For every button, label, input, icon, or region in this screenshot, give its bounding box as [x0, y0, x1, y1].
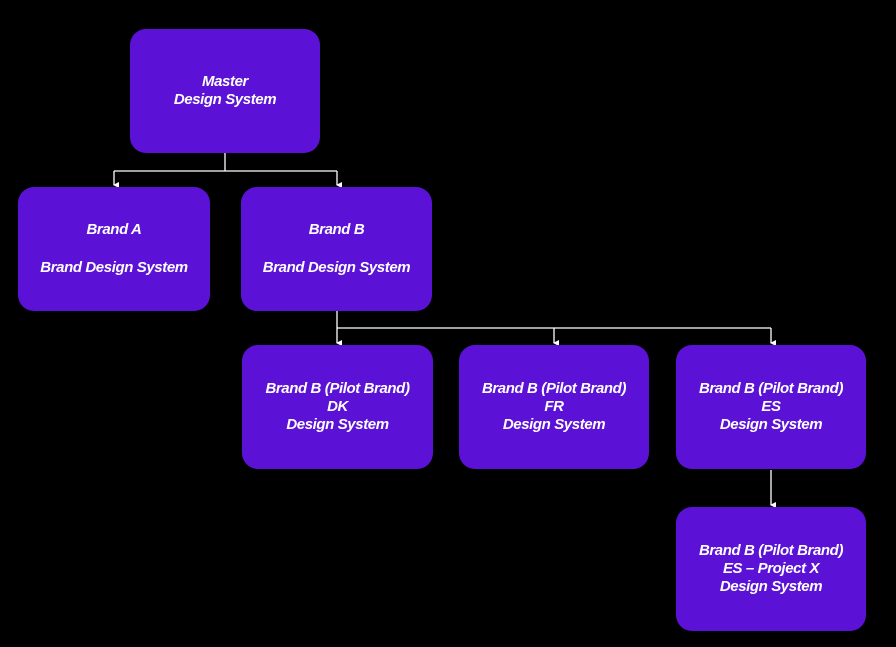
- node-pilot-dk-line3: Design System: [286, 416, 389, 433]
- node-pilot-fr-line3: Design System: [502, 416, 606, 433]
- node-master-title: Master: [202, 73, 248, 90]
- node-pilot-es-line2: ES: [761, 398, 781, 415]
- node-pilot-es-project-x-line3: Design System: [719, 578, 823, 595]
- node-pilot-es-line1: Brand B (Pilot Brand): [698, 380, 844, 397]
- node-pilot-fr-line2: FR: [544, 398, 564, 415]
- node-brand-b: Brand B Brand Design System: [241, 187, 432, 311]
- node-brand-b-title: Brand B: [308, 221, 365, 238]
- node-pilot-fr-line1: Brand B (Pilot Brand): [481, 380, 627, 397]
- node-brand-a-title: Brand A: [86, 221, 142, 238]
- node-pilot-dk-line1: Brand B (Pilot Brand): [265, 380, 410, 397]
- node-pilot-fr: Brand B (Pilot Brand) FR Design System: [459, 345, 649, 469]
- node-master-subtitle: Design System: [173, 91, 277, 108]
- node-brand-a-subtitle: Brand Design System: [40, 259, 188, 276]
- node-pilot-es-project-x-line2: ES – Project X: [722, 560, 820, 577]
- node-master: Master Design System: [130, 29, 320, 153]
- node-pilot-dk: Brand B (Pilot Brand) DK Design System: [242, 345, 433, 469]
- node-pilot-es: Brand B (Pilot Brand) ES Design System: [676, 345, 866, 469]
- node-pilot-es-project-x: Brand B (Pilot Brand) ES – Project X Des…: [676, 507, 866, 631]
- node-brand-b-subtitle: Brand Design System: [262, 259, 411, 276]
- node-pilot-es-project-x-line1: Brand B (Pilot Brand): [698, 542, 844, 559]
- node-pilot-dk-line2: DK: [327, 398, 348, 415]
- node-pilot-es-line3: Design System: [719, 416, 823, 433]
- node-brand-a: Brand A Brand Design System: [18, 187, 210, 311]
